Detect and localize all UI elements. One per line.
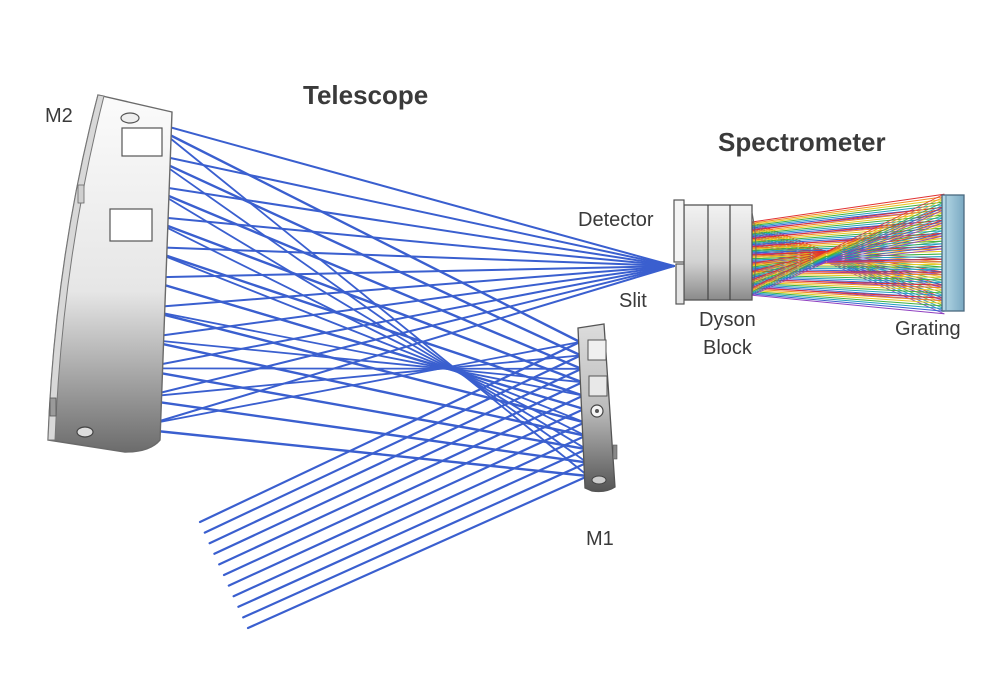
dispersed-ray <box>751 204 945 294</box>
dispersed-ray <box>751 282 945 294</box>
grating-label: Grating <box>895 318 961 340</box>
input-ray <box>232 434 587 598</box>
dispersed-ray <box>751 256 945 261</box>
m2-to-slit-ray <box>148 246 675 267</box>
dispersed-ray <box>751 193 945 289</box>
dispersed-ray <box>751 206 945 231</box>
m1-to-m2-ray <box>130 354 582 400</box>
m2-bolt-hole-bottom <box>76 426 94 438</box>
dispersed-ray <box>751 293 945 312</box>
m2-to-slit-ray-bundle <box>129 124 675 431</box>
m1-to-m2-ray <box>149 218 587 437</box>
dispersed-ray <box>751 288 945 302</box>
slit-plate <box>675 263 685 305</box>
dispersed-ray <box>751 193 945 223</box>
m1-to-m2-ray <box>139 307 585 397</box>
dispersed-ray <box>751 284 945 297</box>
m1-mirror <box>577 323 618 493</box>
dispersed-ray <box>751 227 945 243</box>
telescope-label: Telescope <box>303 80 428 110</box>
m1-to-m2-ray <box>129 397 589 464</box>
m1-to-m2-ray <box>159 129 589 477</box>
slit-label: Slit <box>619 290 647 312</box>
m1-bolt-hole-bottom <box>591 475 607 485</box>
dispersed-ray <box>751 201 945 227</box>
dispersed-ray <box>751 217 945 236</box>
m1-mount-tab-lower <box>588 375 608 397</box>
m2-to-slit-ray <box>135 265 675 370</box>
input-ray-bundle <box>198 340 590 630</box>
m1-to-m2-ray <box>155 158 589 464</box>
dispersed-ray <box>751 196 945 290</box>
dispersed-ray <box>751 201 945 293</box>
dispersed-ray <box>751 291 945 307</box>
m2-mount-tab-upper <box>121 127 163 157</box>
m1-to-m2-ray <box>146 248 586 424</box>
dispersed-ray <box>751 204 945 228</box>
dispersed-ray <box>751 224 945 242</box>
m1-to-m2-ray <box>155 158 582 357</box>
input-ray <box>227 421 586 587</box>
grating <box>941 194 965 312</box>
spectrometer-label: Spectrometer <box>718 127 886 157</box>
dispersed-ray <box>751 289 945 304</box>
m2-label: M2 <box>45 105 73 127</box>
detector-slit-assembly <box>673 199 685 305</box>
dispersed-ray <box>751 280 945 289</box>
m2-to-slit-ray <box>157 154 675 267</box>
dispersed-ray <box>751 209 945 232</box>
dyson-block <box>683 204 757 301</box>
input-ray <box>242 461 589 619</box>
input-ray <box>203 354 582 534</box>
dyson-label-line1: Dyson <box>699 309 756 331</box>
dispersed-ray <box>751 275 945 284</box>
m1-label: M1 <box>586 528 614 550</box>
m2-to-slit-ray <box>141 265 675 309</box>
m2-to-slit-ray <box>138 265 675 340</box>
m1-to-m2-ray <box>126 426 590 478</box>
m2-to-slit-ray <box>161 124 675 267</box>
dispersed-ray <box>751 198 945 291</box>
dispersed-ray <box>751 230 945 244</box>
m2-to-slit-ray <box>154 185 675 267</box>
dispersed-ray <box>751 294 945 315</box>
detector-label: Detector <box>578 209 654 231</box>
dispersed-ray <box>751 211 945 234</box>
dispersed-ray <box>751 281 945 291</box>
dispersed-ray <box>751 198 945 225</box>
dispersed-ray <box>751 287 945 299</box>
m2-to-slit-ray <box>151 215 675 267</box>
detector-plate <box>673 199 685 263</box>
m1-to-m2-ray <box>152 188 588 451</box>
dispersed-ray <box>751 292 945 310</box>
m1-mount-tab-upper <box>587 339 607 361</box>
m2-to-slit-ray <box>145 265 675 279</box>
m2-mirror <box>47 94 173 453</box>
input-ray <box>222 407 586 577</box>
input-ray <box>246 474 590 630</box>
m1-to-m2-ray <box>149 218 584 384</box>
input-ray <box>237 448 588 608</box>
dispersed-ray <box>751 219 945 239</box>
m1-to-m2-ray <box>143 278 585 410</box>
m2-to-slit-ray <box>129 265 675 431</box>
dispersed-ray-bundle <box>683 193 945 315</box>
dispersed-ray <box>751 206 945 295</box>
dispersed-ray <box>751 209 945 296</box>
dispersed-ray <box>751 196 945 224</box>
m2-mount-tab-middle <box>109 208 153 242</box>
dispersed-ray <box>751 214 945 235</box>
dyson-label-line2: Block <box>703 337 753 359</box>
m2-to-slit-ray <box>132 265 675 401</box>
dispersed-ray <box>751 253 945 260</box>
m2-bolt-hole-top <box>120 112 140 124</box>
m1-to-m2-ray <box>133 367 588 451</box>
dispersed-ray <box>751 222 945 241</box>
m1-to-m2-ray <box>145 247 585 397</box>
m1-to-m2-ray <box>152 188 583 370</box>
